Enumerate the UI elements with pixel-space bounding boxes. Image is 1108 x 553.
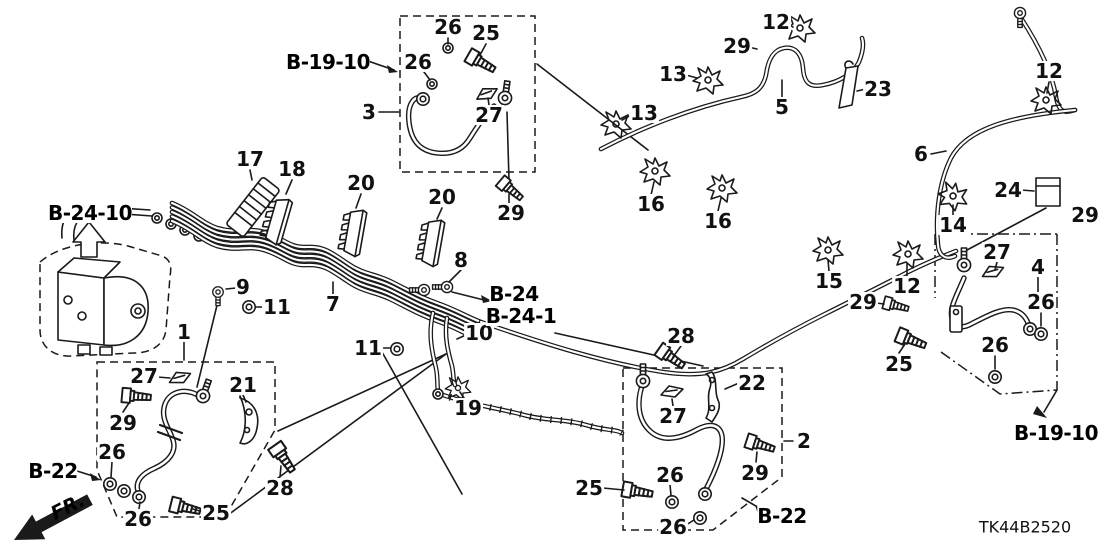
hose-assembly-4 — [881, 247, 1048, 385]
clip-20-a — [336, 206, 368, 259]
diagram-code: TK44B2520 — [978, 517, 1072, 537]
assembly-boxes — [96, 15, 1058, 531]
rear-pipe-runs — [431, 251, 956, 433]
clip-20-b — [414, 216, 446, 269]
hose-assembly-2 — [620, 341, 778, 526]
pipe-5 — [601, 38, 863, 149]
b-24-10-arrow-icon — [72, 221, 106, 258]
front-direction-arrow — [14, 494, 93, 540]
grommet-17 — [226, 176, 280, 238]
hose-assembly-1 — [103, 369, 300, 520]
pipe-6 — [937, 6, 1075, 257]
hose-assembly-3 — [409, 42, 527, 205]
brackets — [838, 60, 1061, 207]
leader-lines — [110, 23, 1050, 526]
abs-modulator — [39, 242, 172, 357]
